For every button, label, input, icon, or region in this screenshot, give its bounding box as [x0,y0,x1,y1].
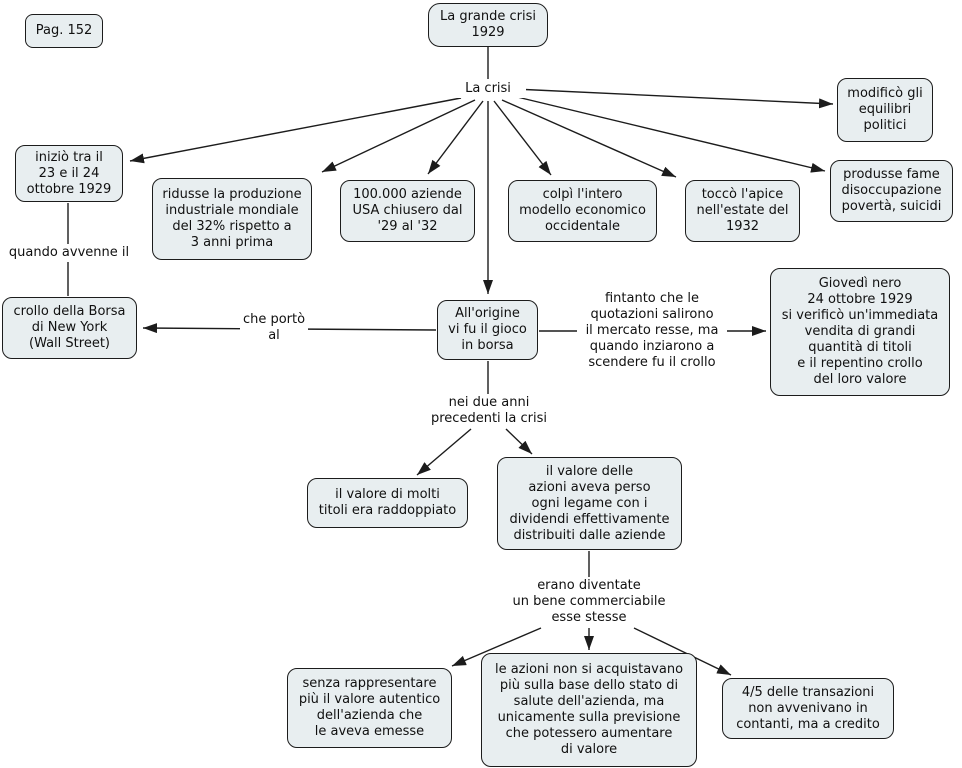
node-produsse-fame[interactable]: produsse fame disoccupazione povertà, su… [830,160,953,222]
node-inizio-ottobre-1929[interactable]: iniziò tra il 23 e il 24 ottobre 1929 [15,145,123,202]
edge-lacrisi-to-ridusse [321,99,476,173]
label-la-crisi[interactable]: La crisi [450,80,526,98]
edge-lacrisi-to-tocco [501,99,677,178]
node-origine-gioco-in-borsa[interactable]: All'origine vi fu il gioco in borsa [437,300,538,360]
edge-lacrisi-to-produsse [512,95,826,173]
node-senza-rappresentare-valore[interactable]: senza rappresentare più il valore autent… [287,668,452,748]
node-giovedi-nero[interactable]: Giovedì nero 24 ottobre 1929 si verificò… [770,268,950,396]
edge-lacrisi-to-inizio [129,97,462,164]
node-ridusse-produzione[interactable]: ridusse la produzione industriale mondia… [152,178,312,260]
node-tocco-apice-1932[interactable]: toccò l'apice nell'estate del 1932 [685,180,800,242]
edge-erano-to-quattroquinti [633,627,732,676]
node-crollo-borsa-wall-street[interactable]: crollo della Borsa di New York (Wall Str… [2,297,137,359]
edge-neidue-to-valoreazioni [505,428,533,455]
edge-erano-to-senza [451,627,542,667]
edge-lacrisi-to-colpi [493,100,552,176]
node-colpi-modello-economico[interactable]: colpì l'intero modello economico occiden… [508,180,657,242]
node-100000-aziende[interactable]: 100.000 aziende USA chiusero dal '29 al … [340,180,475,242]
node-pag-152[interactable]: Pag. 152 [25,14,103,48]
node-azioni-previsione-valore[interactable]: le azioni non si acquistavano più sulla … [481,653,697,767]
label-erano-diventate[interactable]: erano diventate un bene commerciabile es… [505,578,673,626]
label-che-porto-al[interactable]: che portò al [240,311,308,344]
node-modifico-equilibri-politici[interactable]: modificò gli equilibri politici [837,78,933,142]
edge-lacrisi-to-aziende [427,100,484,175]
edge-neidue-to-valoremolti [416,428,472,476]
node-transazioni-a-credito[interactable]: 4/5 delle transazioni non avvenivano in … [722,678,894,739]
edge-lacrisi-to-modifico [513,88,834,109]
node-la-grande-crisi-1929[interactable]: La grande crisi 1929 [428,3,548,47]
label-fintanto-quotazioni[interactable]: fintanto che le quotazioni salirono il m… [577,291,727,371]
node-valore-azioni-dividendi[interactable]: il valore delle azioni aveva perso ogni … [497,457,682,550]
label-nei-due-anni[interactable]: nei due anni precedenti la crisi [430,395,548,427]
node-valore-titoli-raddoppiato[interactable]: il valore di molti titoli era raddoppiat… [307,478,468,528]
label-quando-avvenne-il[interactable]: quando avvenne il [4,244,134,262]
